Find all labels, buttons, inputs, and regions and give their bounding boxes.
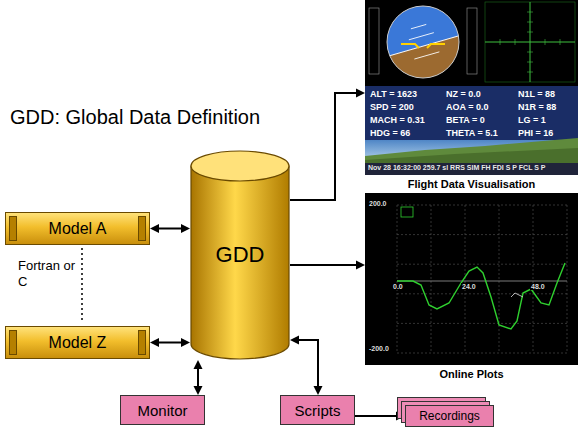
connector-line [355,415,397,417]
flight-reading: ALT = 1623 [370,89,417,99]
panel-caption: Online Plots [365,368,578,380]
flight-reading: N1L = 88 [518,89,555,99]
axis-value: 0.0 [392,283,404,290]
flight-reading: HDG = 66 [370,128,410,138]
connector-line [158,342,182,344]
arrow-head [356,261,365,270]
connector-line [298,340,318,387]
flight-reading: SPD = 200 [370,102,414,112]
node-label: Scripts [295,402,341,419]
axis-value: -200.0 [368,345,390,352]
flight-reading: PHI = 16 [518,128,553,138]
connector-line [158,228,182,230]
flight-reading: LG = 1 [518,115,546,125]
tool-box: Scripts [280,395,355,425]
flight-data-panel: Flight Data Visualisation [365,0,578,175]
arrow-head [194,386,203,395]
connector [150,224,190,233]
node-label: Model Z [49,334,107,352]
connector [290,89,365,201]
connector-line [290,264,357,266]
connector-line [197,368,199,387]
connector [194,360,203,395]
plot-picture [365,193,578,365]
arrow-head [396,412,405,421]
flight-reading: AOA = 0.0 [446,102,488,112]
axis-value: 200.0 [368,200,388,207]
flight-display-picture [365,0,578,175]
tool-box: Monitor [120,395,205,425]
flight-reading: NZ = 0.0 [446,89,481,99]
node-label: Model A [49,220,107,238]
panel-caption: Flight Data Visualisation [365,178,578,190]
arrow-head [181,338,190,347]
arrow-head [181,224,190,233]
connector [290,336,323,396]
connector [150,338,190,347]
arrow-head [194,360,203,369]
arrow-head [150,224,159,233]
connector [290,261,365,270]
node-label: Recordings [419,409,480,423]
recordings-stack: Recordings [405,405,494,427]
connector [355,412,405,421]
flight-reading: N1R = 88 [518,102,556,112]
model-box: Model A [5,212,150,245]
axis-value: 24.0 [461,283,477,290]
arrow-head [150,338,159,347]
node-label: Monitor [137,402,187,419]
arrow-head [290,336,299,345]
status-strip: Nov 28 16:32:00 259.7 sl RRS SIM FH FDI … [368,164,546,171]
flight-reading: THETA = 5.1 [446,128,498,138]
flight-reading: MACH = 0.31 [370,115,425,125]
axis-value: 48.0 [530,283,546,290]
connector-line [290,93,357,200]
arrow-head [356,89,365,98]
diagram-title: GDD: Global Data Definition [10,106,260,129]
model-box: Model Z [5,326,150,359]
online-plot-panel: Online Plots [365,193,578,365]
database-cylinder: GDD [190,150,290,360]
node-label: GDD [216,242,265,268]
flight-reading: BETA = 0 [446,115,485,125]
arrow-head [314,386,323,395]
dotted-model-range [81,248,83,323]
language-note: Fortran or C [18,258,76,289]
